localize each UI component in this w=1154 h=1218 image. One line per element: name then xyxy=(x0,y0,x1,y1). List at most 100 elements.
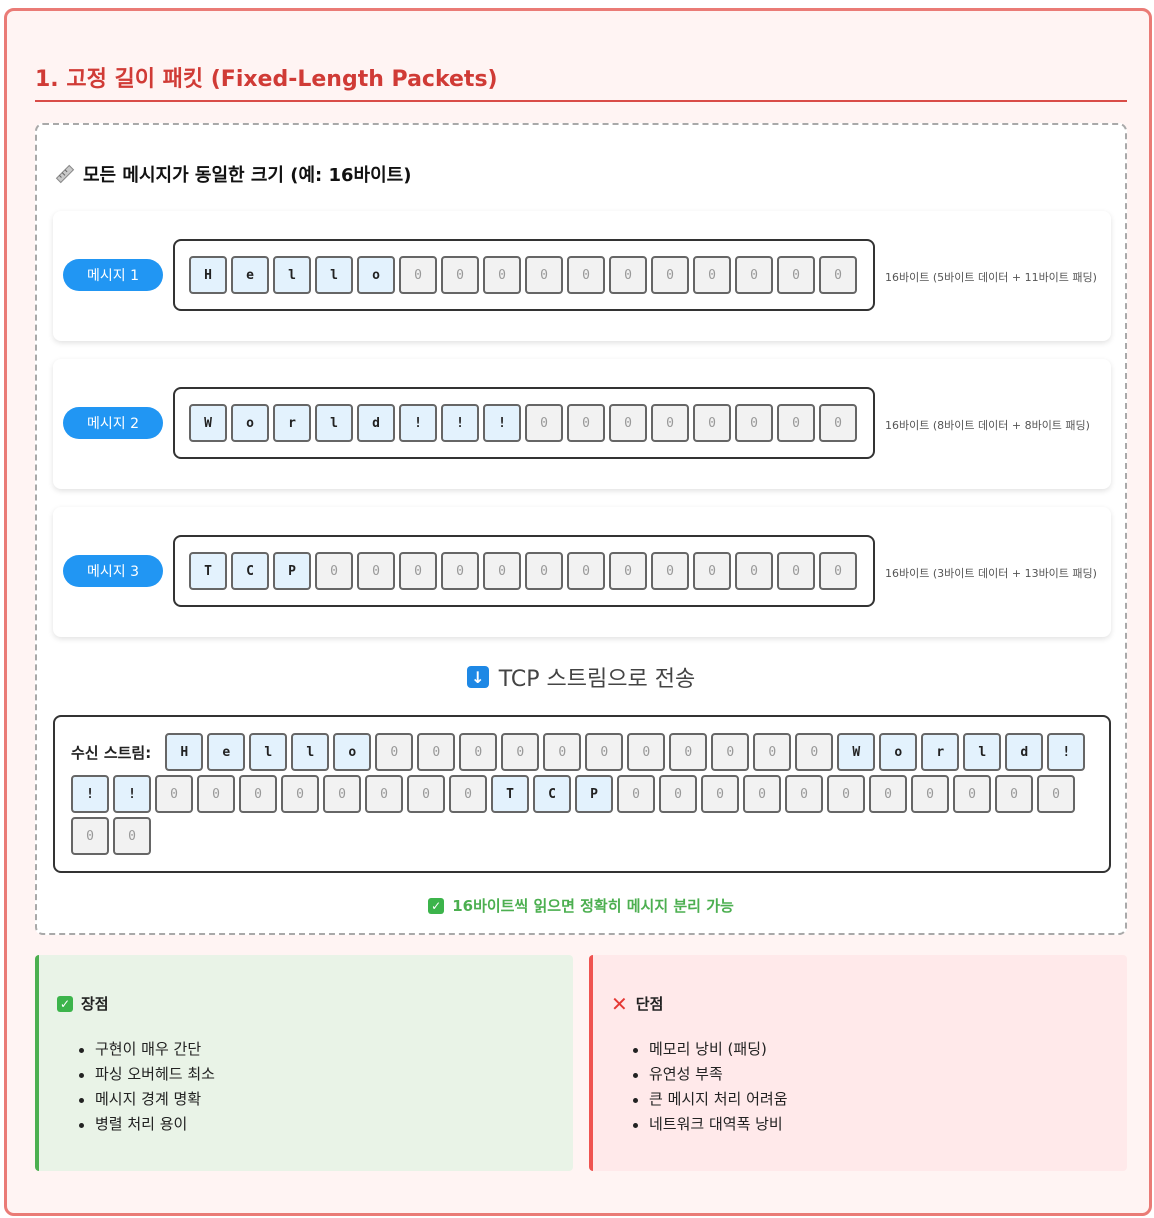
cons-panel: ✕ 단점 메모리 낭비 (패딩) 유연성 부족 큰 메시지 처리 어려움 네트워… xyxy=(589,955,1127,1171)
data-byte: o xyxy=(879,733,918,771)
data-byte: r xyxy=(921,733,960,771)
data-byte: H xyxy=(189,256,227,294)
data-byte: d xyxy=(1005,733,1044,771)
padding-byte: 0 xyxy=(239,775,277,813)
data-byte: ! xyxy=(441,404,479,442)
check-icon: ✓ xyxy=(57,995,73,1012)
padding-byte: 0 xyxy=(627,733,666,771)
padding-byte: 0 xyxy=(743,775,781,813)
check-icon: ✓ xyxy=(428,897,445,914)
list-item: 파싱 오버헤드 최소 xyxy=(79,1062,215,1087)
pros-list: 구현이 매우 간단 파싱 오버헤드 최소 메시지 경계 명확 병렬 처리 용이 xyxy=(79,1037,215,1137)
data-byte: P xyxy=(575,775,613,813)
list-item: 네트워크 대역폭 낭비 xyxy=(633,1112,788,1137)
padding-byte: 0 xyxy=(609,256,647,294)
padding-byte: 0 xyxy=(735,404,773,442)
data-byte: l xyxy=(963,733,1002,771)
cons-list: 메모리 낭비 (패딩) 유연성 부족 큰 메시지 처리 어려움 네트워크 대역폭… xyxy=(633,1037,788,1137)
stream-label: 수신 스트림: xyxy=(71,743,152,762)
padding-byte: 0 xyxy=(459,733,498,771)
ruler-icon xyxy=(55,164,75,184)
list-item: 병렬 처리 용이 xyxy=(79,1112,215,1137)
padding-byte: 0 xyxy=(417,733,456,771)
padding-byte: 0 xyxy=(399,552,437,590)
padding-byte: 0 xyxy=(753,733,792,771)
message-label: 메시지 2 xyxy=(63,407,163,439)
padding-byte: 0 xyxy=(585,733,624,771)
data-byte: W xyxy=(837,733,876,771)
list-item: 메모리 낭비 (패딩) xyxy=(633,1037,788,1062)
padding-byte: 0 xyxy=(777,256,815,294)
data-byte: P xyxy=(273,552,311,590)
x-icon: ✕ xyxy=(611,991,628,1016)
padding-byte: 0 xyxy=(357,552,395,590)
padding-byte: 0 xyxy=(315,552,353,590)
padding-byte: 0 xyxy=(375,733,414,771)
cons-title: ✕ 단점 xyxy=(611,993,663,1014)
padding-byte: 0 xyxy=(651,552,689,590)
padding-byte: 0 xyxy=(483,552,521,590)
result-caption: ✓ 16바이트씩 읽으면 정확히 메시지 분리 가능 xyxy=(37,895,1125,916)
data-byte: ! xyxy=(483,404,521,442)
padding-byte: 0 xyxy=(869,775,907,813)
data-byte: ! xyxy=(1047,733,1086,771)
padding-byte: 0 xyxy=(827,775,865,813)
padding-byte: 0 xyxy=(819,404,857,442)
demo-title-text: 모든 메시지가 동일한 크기 (예: 16바이트) xyxy=(83,165,412,186)
data-byte: ! xyxy=(113,775,151,813)
list-item: 구현이 매우 간단 xyxy=(79,1037,215,1062)
padding-byte: 0 xyxy=(911,775,949,813)
message-label: 메시지 1 xyxy=(63,259,163,291)
pros-panel: ✓ 장점 구현이 매우 간단 파싱 오버헤드 최소 메시지 경계 명확 병렬 처… xyxy=(35,955,573,1171)
section-title: 1. 고정 길이 패킷 (Fixed-Length Packets) xyxy=(35,67,498,92)
data-byte: W xyxy=(189,404,227,442)
padding-byte: 0 xyxy=(735,256,773,294)
padding-byte: 0 xyxy=(407,775,445,813)
padding-byte: 0 xyxy=(441,256,479,294)
cons-title-text: 단점 xyxy=(635,995,664,1013)
padding-byte: 0 xyxy=(819,256,857,294)
data-byte: ! xyxy=(399,404,437,442)
padding-byte: 0 xyxy=(701,775,739,813)
data-byte: C xyxy=(533,775,571,813)
padding-byte: 0 xyxy=(693,404,731,442)
padding-byte: 0 xyxy=(525,552,563,590)
data-byte: l xyxy=(273,256,311,294)
padding-byte: 0 xyxy=(281,775,319,813)
padding-byte: 0 xyxy=(711,733,750,771)
data-byte: ! xyxy=(71,775,109,813)
data-byte: e xyxy=(231,256,269,294)
padding-byte: 0 xyxy=(819,552,857,590)
data-byte: e xyxy=(207,733,246,771)
padding-byte: 0 xyxy=(995,775,1033,813)
padding-byte: 0 xyxy=(323,775,361,813)
padding-byte: 0 xyxy=(651,404,689,442)
padding-byte: 0 xyxy=(567,404,605,442)
data-byte: C xyxy=(231,552,269,590)
padding-byte: 0 xyxy=(71,817,109,855)
data-byte: o xyxy=(357,256,395,294)
list-item: 큰 메시지 처리 어려움 xyxy=(633,1087,788,1112)
result-text: 16바이트씩 읽으면 정확히 메시지 분리 가능 xyxy=(452,897,734,915)
padding-byte: 0 xyxy=(155,775,193,813)
transfer-text: TCP 스트림으로 전송 xyxy=(498,667,696,692)
pros-title-text: 장점 xyxy=(81,995,109,1013)
padding-byte: 0 xyxy=(795,733,834,771)
padding-byte: 0 xyxy=(785,775,823,813)
padding-byte: 0 xyxy=(953,775,991,813)
list-item: 유연성 부족 xyxy=(633,1062,788,1087)
data-byte: l xyxy=(315,256,353,294)
padding-byte: 0 xyxy=(1037,775,1075,813)
padding-byte: 0 xyxy=(449,775,487,813)
padding-byte: 0 xyxy=(567,552,605,590)
padding-byte: 0 xyxy=(113,817,151,855)
data-byte: r xyxy=(273,404,311,442)
data-byte: l xyxy=(291,733,330,771)
padding-byte: 0 xyxy=(483,256,521,294)
data-byte: T xyxy=(189,552,227,590)
data-byte: d xyxy=(357,404,395,442)
